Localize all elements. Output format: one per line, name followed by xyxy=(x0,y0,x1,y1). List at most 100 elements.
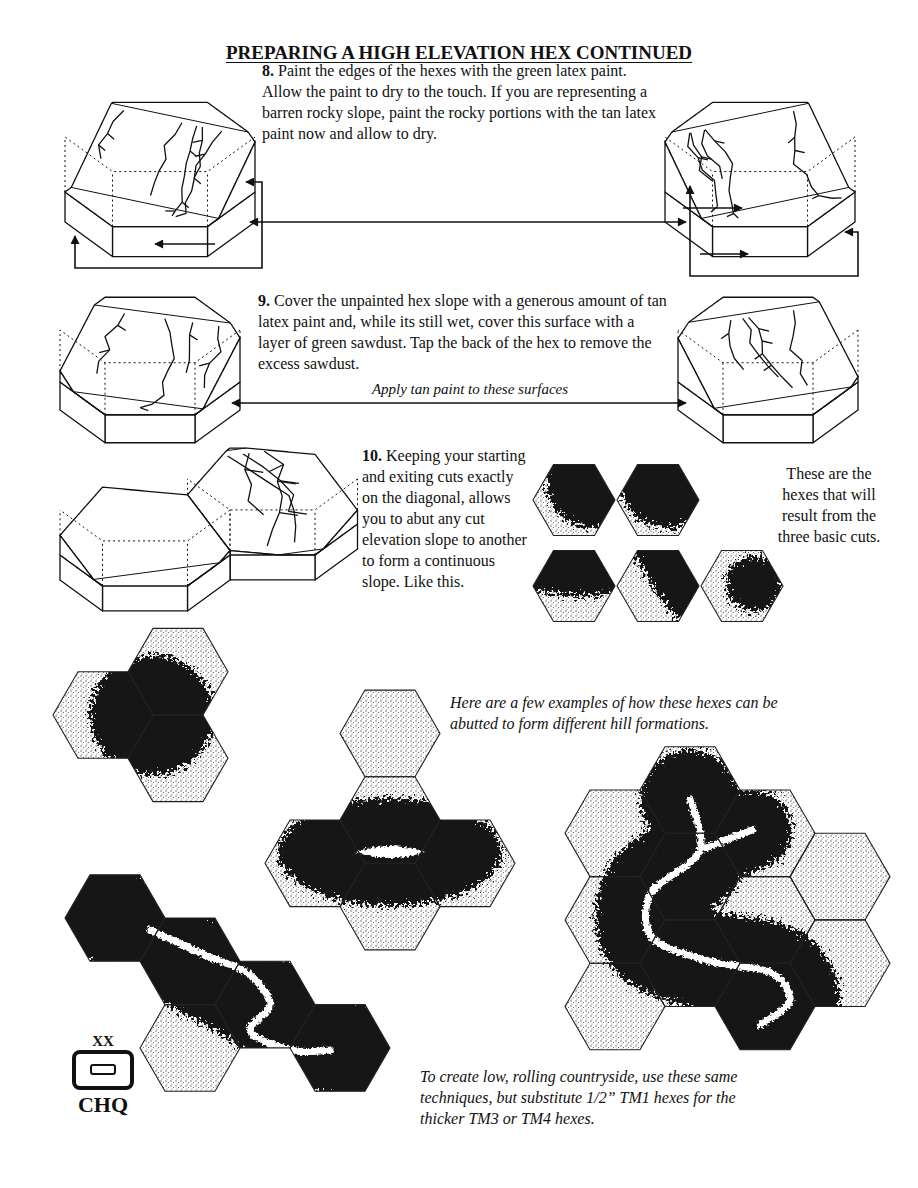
rock-crack xyxy=(140,408,148,411)
hidden-edge xyxy=(230,510,231,551)
hidden-edge xyxy=(723,363,724,415)
rock-crack xyxy=(727,214,734,217)
hex-outline xyxy=(617,464,699,535)
text-frame: These are the hexes that will result fro… xyxy=(768,463,890,547)
hill-fill xyxy=(617,540,712,632)
hidden-edge xyxy=(105,363,106,415)
hidden-edge xyxy=(230,510,231,551)
hidden-edge xyxy=(102,541,103,586)
hill-formation xyxy=(520,540,630,622)
rock-crack xyxy=(172,126,197,216)
slab-side xyxy=(113,227,208,257)
hidden-edge xyxy=(188,479,358,510)
hex-outline xyxy=(640,747,740,834)
hex-outline xyxy=(715,790,815,877)
text-frame: To create low, rolling countryside, use … xyxy=(420,1066,760,1129)
slab-side xyxy=(60,371,105,415)
rock-crack xyxy=(755,354,763,359)
rock-crack xyxy=(108,134,115,140)
rock-crack xyxy=(759,329,769,331)
slope-surface xyxy=(60,297,240,414)
slab-side xyxy=(105,415,195,443)
hidden-edge xyxy=(187,541,188,586)
step-instruction: 10. Keeping your starting and exiting cu… xyxy=(362,445,528,592)
slab-side xyxy=(230,555,315,580)
hex-outline xyxy=(53,672,153,759)
publisher-logo xyxy=(74,1052,132,1088)
rock-crack xyxy=(812,196,819,199)
slab-side xyxy=(665,142,713,226)
step-instruction: 9. Cover the unpainted hex slope with a … xyxy=(258,290,668,374)
hex-slab-figure xyxy=(678,297,858,442)
hidden-edge xyxy=(315,510,316,555)
hill-shading xyxy=(110,915,350,1050)
rock-crack xyxy=(749,317,793,387)
pointer-arrow xyxy=(683,207,742,209)
slab-side xyxy=(230,551,315,555)
slab-side xyxy=(813,377,858,415)
hidden-edge xyxy=(357,479,358,510)
hidden-edge xyxy=(712,172,713,227)
slope-crease xyxy=(672,103,809,132)
hex-outline xyxy=(790,920,890,1007)
hidden-edge xyxy=(65,137,66,192)
hill-shading xyxy=(546,436,638,528)
rock-crack xyxy=(762,341,772,343)
hill-formation xyxy=(53,628,228,801)
hex-outline xyxy=(565,963,665,1050)
step-number: 8. xyxy=(262,62,274,79)
slab-side xyxy=(713,227,808,257)
hex-outline xyxy=(340,690,440,777)
rock-crack xyxy=(151,123,182,196)
result-caption: These are the hexes that will result fro… xyxy=(768,463,890,547)
hidden-edge xyxy=(858,330,859,377)
hill-fill xyxy=(520,540,630,622)
surface-note: Apply tan paint to these surfaces xyxy=(330,379,610,399)
hex-outline xyxy=(65,875,165,962)
hill-fill xyxy=(53,628,228,801)
hidden-edge xyxy=(60,510,230,541)
hex-outline xyxy=(565,877,665,964)
rock-crack xyxy=(118,325,126,330)
step-body: Keeping your starting and exiting cuts e… xyxy=(362,447,527,590)
ridge-line xyxy=(150,930,330,1051)
hex-outline xyxy=(290,1005,390,1092)
hidden-edge xyxy=(807,172,808,227)
hex-outline xyxy=(140,918,240,1005)
rock-crack xyxy=(793,111,831,198)
hidden-edge xyxy=(65,137,255,172)
pointer-arrow xyxy=(690,186,858,276)
rock-crack xyxy=(182,202,189,208)
slope-crease xyxy=(701,187,848,218)
rock-crack xyxy=(140,319,174,408)
rock-crack xyxy=(228,456,296,542)
hill-formation xyxy=(533,436,638,536)
hill-shading xyxy=(355,846,425,858)
rock-crack xyxy=(279,513,297,516)
step-body: Paint the edges of the hexes with the gr… xyxy=(262,62,656,142)
hidden-edge xyxy=(678,330,858,363)
hex-outline xyxy=(790,833,890,920)
rock-crack xyxy=(688,133,718,207)
slab-side xyxy=(723,415,813,443)
page-title: PREPARING A HIGH ELEVATION HEX CONTINUED xyxy=(0,40,918,65)
hex-slab-figure xyxy=(65,102,255,256)
hidden-edge xyxy=(678,330,679,338)
rock-crack xyxy=(99,111,124,159)
hidden-edge xyxy=(112,172,113,227)
text-frame: 8. Paint the edges of the hexes with the… xyxy=(262,60,664,144)
logo-box xyxy=(74,1052,132,1088)
hill-formation xyxy=(701,550,783,621)
rock-crack xyxy=(764,365,772,370)
hill-formation xyxy=(617,428,718,536)
hill-shading xyxy=(726,556,782,612)
pointer-arrow xyxy=(232,402,686,404)
rock-crack xyxy=(790,310,808,385)
hill-fill xyxy=(533,436,638,536)
hill-shading xyxy=(278,798,502,906)
pointer-arrow xyxy=(75,182,262,268)
hex-ground xyxy=(701,550,783,621)
slope-surface xyxy=(65,102,255,226)
slope-crease xyxy=(714,387,851,408)
hex-outline xyxy=(415,820,515,907)
